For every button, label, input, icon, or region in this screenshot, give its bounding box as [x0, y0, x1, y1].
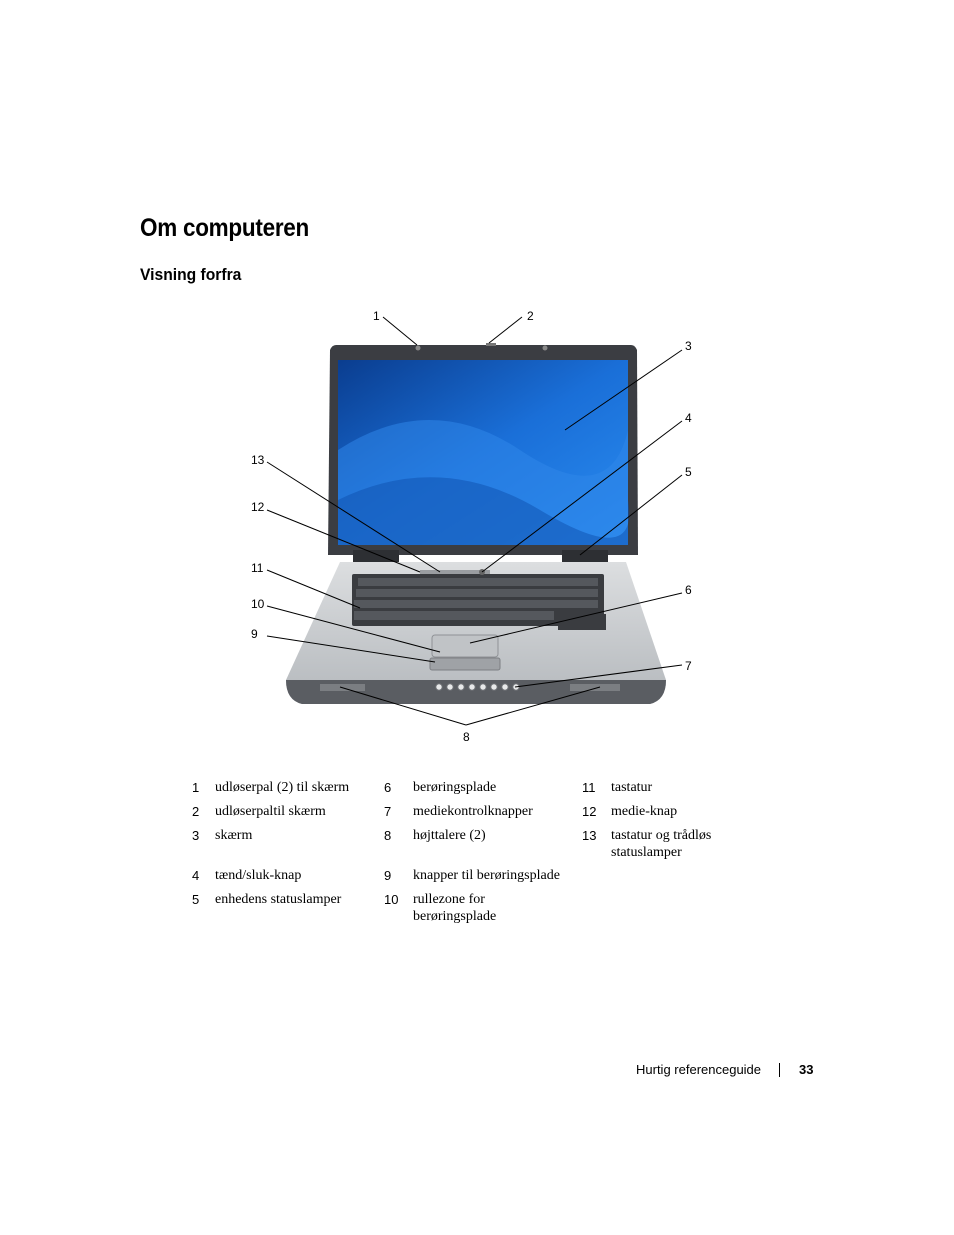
legend-text: enhedens statuslamper: [215, 892, 342, 907]
media-control-buttons: [435, 683, 520, 691]
footer-separator: [779, 1063, 780, 1077]
callout-2: 2: [527, 309, 534, 323]
screen-wave-2: [338, 477, 630, 545]
latch-left: [415, 345, 421, 351]
footer-label: Hurtig referenceguide: [636, 1062, 762, 1077]
latch-right: [542, 345, 548, 351]
legend-num: 3: [192, 828, 200, 843]
legend-text: mediekontrolknapper: [413, 804, 533, 819]
page-number: 33: [799, 1062, 814, 1077]
callout-10: 10: [251, 597, 265, 611]
legend-text: berøringsplade: [413, 780, 497, 795]
legend-num: 10: [384, 892, 399, 907]
legend-num: 7: [384, 804, 392, 819]
callout-4: 4: [685, 411, 692, 425]
legend-text: udløserpaltil skærm: [215, 804, 326, 819]
legend-num: 4: [192, 868, 200, 883]
latch-center: [486, 343, 496, 346]
base-front-edge: [286, 680, 666, 704]
laptop-front-view-figure: 1 2 3 4 5 6 7 8 9 10 11 12 13: [240, 300, 710, 750]
callout-6: 6: [685, 583, 692, 597]
legend-row: 5 enhedens statuslamper 10 rullezone for…: [190, 891, 750, 924]
callout-11: 11: [251, 561, 264, 575]
page-title: Om computeren: [140, 214, 310, 242]
legend-num: 5: [192, 892, 200, 907]
status-strip: [420, 570, 490, 574]
legend-row: 4 tænd/sluk-knap 9 knapper til berørings…: [190, 867, 750, 887]
legend-text: skærm: [215, 828, 253, 843]
legend-text: knapper til berøringsplade: [413, 868, 560, 883]
legend-text: tænd/sluk-knap: [215, 868, 302, 883]
callout-13: 13: [251, 453, 265, 467]
callout-1: 1: [373, 309, 380, 323]
legend-num: 8: [384, 828, 392, 843]
legend-num: 11: [582, 780, 596, 795]
callout-9: 9: [251, 627, 258, 641]
legend-row: 3 skærm 8 højttalere (2) 13 tastatur og …: [190, 827, 750, 860]
legend-row: 2 udløserpaltil skærm 7 mediekontrolknap…: [190, 803, 750, 823]
legend-text: tastatur: [611, 780, 653, 795]
legend-num: 9: [384, 868, 392, 883]
legend-text: medie-knap: [611, 804, 678, 819]
legend-num: 2: [192, 804, 200, 819]
hinge-right: [562, 550, 608, 562]
callout-12: 12: [251, 500, 265, 514]
section-title: Visning forfra: [140, 265, 242, 284]
arrow-keys: [558, 614, 606, 630]
legend-num: 1: [192, 780, 200, 795]
keyboard-keys: [354, 578, 598, 620]
legend-num: 12: [582, 804, 597, 819]
callout-5: 5: [685, 465, 692, 479]
legend-num: 6: [384, 780, 392, 795]
callout-7: 7: [685, 659, 692, 673]
legend-text: højttalere (2): [413, 828, 486, 843]
legend-text: tastatur og trådløs statuslamper: [611, 828, 712, 860]
callout-3: 3: [685, 339, 692, 353]
callout-lines: [266, 316, 683, 726]
speaker-right: [570, 684, 620, 691]
legend-num: 13: [582, 828, 597, 843]
legend-row: 1 udløserpal (2) til skærm 6 berøringspl…: [190, 779, 750, 799]
callout-8: 8: [463, 730, 470, 744]
laptop-illustration: 1 2 3 4 5 6 7 8 9 10 11 12 13: [251, 309, 692, 744]
legend-text: udløserpal (2) til skærm: [215, 780, 350, 795]
touchpad-buttons: [429, 657, 501, 671]
legend-text: rullezone for berøringsplade: [413, 892, 497, 924]
